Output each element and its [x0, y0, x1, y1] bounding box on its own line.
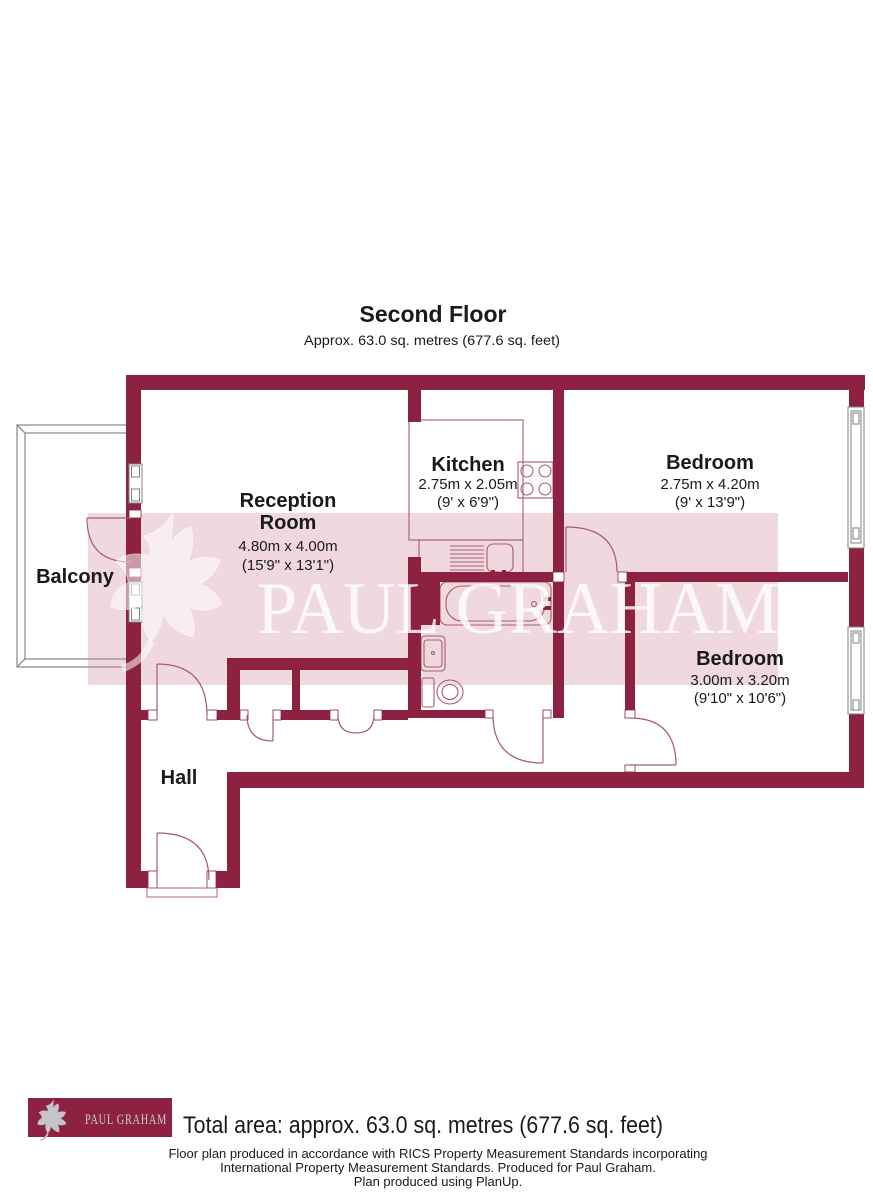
door-jambs [128, 509, 636, 889]
windows [128, 406, 865, 715]
label-reception-name: Reception [240, 490, 337, 512]
label-bedroom1-imperial: (9' x 13'9") [675, 494, 745, 511]
wall-bathroom-right [553, 582, 564, 718]
wall-hall-top-a [141, 710, 148, 720]
hob [517, 461, 554, 499]
window-bedroom1 [847, 406, 865, 549]
wall-reception-right [408, 557, 421, 718]
label-reception-name2: Room [260, 512, 317, 534]
door-bedroom1 [565, 526, 618, 573]
wall-bedroom-divider [627, 572, 848, 582]
wall-hall-top-d [382, 710, 408, 720]
label-kitchen-metric: 2.75m x 2.05m [418, 476, 517, 493]
toilet [421, 677, 464, 708]
logo-text: PAUL GRAHAM [85, 1112, 167, 1128]
wall-closet-left [227, 658, 240, 720]
wall-bedroom2-left [625, 582, 635, 710]
wall-bottom [240, 772, 864, 788]
wall-kitchen-stub [408, 390, 421, 422]
disclaimer: Floor plan produced in accordance with R… [168, 1146, 707, 1189]
doors [86, 517, 677, 898]
label-hall: Hall [161, 767, 198, 789]
label-bedroom2-name: Bedroom [696, 648, 784, 670]
wall-hall-top-c [281, 710, 330, 720]
door-bedroom2 [629, 717, 677, 766]
window-reception-upper [128, 463, 143, 504]
wall-kitchen-bottom [408, 572, 553, 582]
entrance-threshold [146, 887, 218, 898]
wall-entrance-a [126, 871, 148, 888]
label-bedroom1-metric: 2.75m x 4.20m [660, 476, 759, 493]
bath-tap [543, 606, 551, 610]
wall-top [126, 375, 865, 390]
page-subtitle: Approx. 63.0 sq. metres (677.6 sq. feet) [304, 332, 560, 348]
wall-hall-step [227, 772, 240, 888]
label-reception-imperial: (15'9" x 13'1") [242, 557, 334, 574]
kitchen-fixtures [408, 419, 554, 578]
door-entrance [156, 832, 210, 881]
window-bedroom2 [847, 626, 865, 715]
label-balcony: Balcony [36, 566, 115, 588]
page-title: Second Floor [360, 301, 507, 327]
label-kitchen-name: Kitchen [431, 454, 504, 476]
label-bedroom2-imperial: (9'10" x 10'6") [694, 690, 786, 707]
door-bathroom [492, 714, 544, 764]
wall-bathroom-bottom [408, 710, 485, 718]
wall-closet-divider [292, 670, 300, 710]
disclaimer-line1: Floor plan produced in accordance with R… [168, 1146, 707, 1161]
door-closet-2-bifold [337, 714, 375, 734]
wall-bath-filler [421, 582, 440, 625]
door-closet-1 [246, 714, 274, 742]
disclaimer-line3: Plan produced using PlanUp. [354, 1174, 522, 1189]
label-reception-metric: 4.80m x 4.00m [238, 538, 337, 555]
disclaimer-line2: International Property Measurement Stand… [220, 1160, 656, 1175]
room-labels: Reception Room 4.80m x 4.00m (15'9" x 13… [36, 452, 790, 789]
sink-counter [418, 539, 524, 578]
door-reception [156, 663, 208, 716]
label-bedroom1-name: Bedroom [666, 452, 754, 474]
brand-logo: PAUL GRAHAM [28, 1098, 172, 1142]
bath-tap [543, 597, 551, 601]
label-kitchen-imperial: (9' x 6'9") [437, 494, 499, 511]
label-bedroom2-metric: 3.00m x 3.20m [690, 672, 789, 689]
watermark-text: PAUL GRAHAM [257, 568, 780, 650]
wall-left [126, 375, 141, 888]
wall-reception-bottom [227, 658, 412, 670]
wall-kitchen-bedroom1 [553, 385, 564, 572]
walls [126, 375, 865, 888]
total-area-text: Total area: approx. 63.0 sq. metres (677… [183, 1112, 663, 1139]
wall-entrance-b [216, 871, 240, 888]
